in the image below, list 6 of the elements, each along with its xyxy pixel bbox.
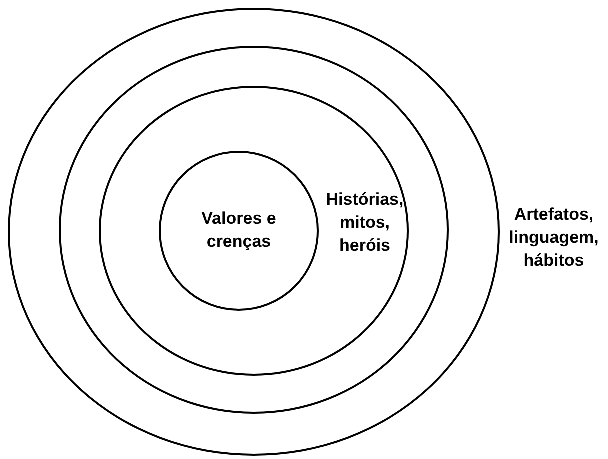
ring-circle [159,151,319,311]
ring-label: Histórias, mitos, heróis [325,189,405,257]
ring-label: Valores e crenças [200,208,278,253]
ring-circle [99,86,409,376]
ring-label: Artefatos, linguagem, hábitos [508,204,600,272]
circle [59,46,449,414]
